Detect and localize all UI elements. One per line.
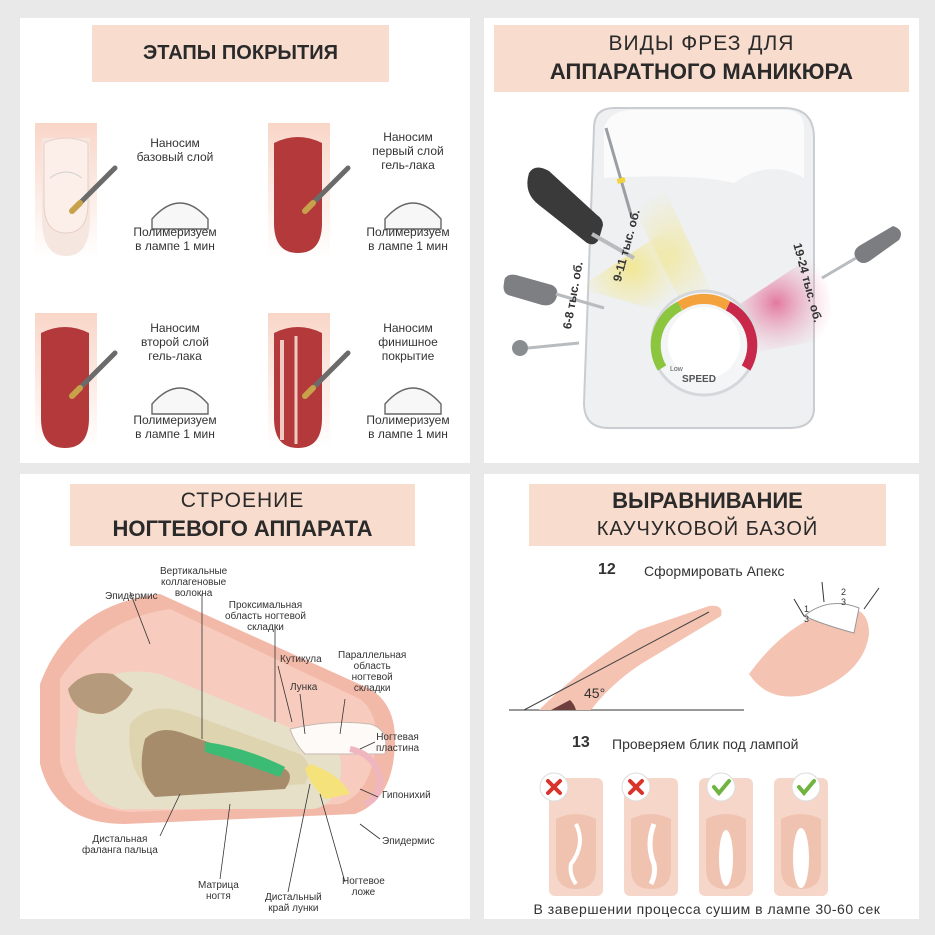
step1-apply-text: Наносим базовый слой bbox=[136, 136, 214, 164]
low-label: Low bbox=[670, 366, 684, 373]
wrong-icon bbox=[539, 772, 569, 802]
leveling-footer: В завершении процесса сушим в лампе 30-6… bbox=[533, 901, 881, 917]
step2-apply-text: Наносим первый слой гель-лака bbox=[372, 130, 444, 172]
finger-gloss-1 bbox=[549, 778, 603, 896]
stages-panel: ЭТАПЫ ПОКРЫТИЯ bbox=[20, 18, 470, 463]
third-1-den: 3 bbox=[804, 614, 810, 624]
anatomy-diagram bbox=[40, 591, 395, 893]
speed-label: SPEED bbox=[682, 374, 716, 385]
step1-cure-text: Полимеризуем в лампе 1 мин bbox=[133, 225, 217, 253]
leveling-panel: ВЫРАВНИВАНИЕ КАУЧУКОВОЙ БАЗОЙ 12 Сформир… bbox=[484, 474, 919, 919]
step12-text: Сформировать Апекс bbox=[644, 563, 785, 579]
anatomy-title-line2: НОГТЕВОГО АППАРАТА bbox=[112, 516, 373, 541]
third-1-num: 1 bbox=[804, 604, 810, 614]
anatomy-title: СТРОЕНИЕ НОГТЕВОГО АППАРАТА bbox=[70, 484, 415, 546]
label-vertical-fibers: Вертикальные коллагеновые волокна bbox=[160, 566, 228, 599]
finger-gloss-4 bbox=[774, 778, 828, 896]
burs-panel: ВИДЫ ФРЕЗ ДЛЯ АППАРАТНОГО МАНИКЮРА bbox=[484, 18, 919, 463]
wrong-icon bbox=[621, 772, 651, 802]
label-epidermis-top: Эпидермис bbox=[105, 591, 158, 602]
burs-title: ВИДЫ ФРЕЗ ДЛЯ АППАРАТНОГО МАНИКЮРА bbox=[494, 25, 909, 92]
label-proximal-fold: Проксимальная область ногтевой складки bbox=[225, 600, 306, 633]
finger-gloss-3 bbox=[699, 778, 753, 896]
label-nail-bed: Ногтевое ложе bbox=[342, 876, 385, 898]
label-lunula: Лунка bbox=[290, 682, 318, 693]
gloss-check-illustration bbox=[539, 772, 828, 896]
finger-step-2 bbox=[268, 123, 330, 258]
label-nail-plate: Ногтевая пластина bbox=[376, 732, 420, 754]
leader-lines bbox=[129, 591, 381, 893]
leveling-title-line1: ВЫРАВНИВАНИЕ bbox=[612, 488, 803, 513]
label-parallel-fold: Параллельная область ногтевой складки bbox=[338, 650, 407, 694]
label-hyponychium: Гипонихий bbox=[382, 790, 431, 801]
label-distal-edge: Дистальный край лунки bbox=[265, 892, 322, 914]
label-distal-phalanx: Дистальная фаланга пальца bbox=[82, 834, 158, 856]
third-2-den: 3 bbox=[841, 597, 847, 607]
step13-text: Проверяем блик под лампой bbox=[612, 736, 799, 752]
finger-gloss-2 bbox=[624, 778, 678, 896]
stages-illustration bbox=[35, 123, 442, 448]
finger-step-1 bbox=[35, 123, 97, 258]
drill-device: SPEED Low bbox=[503, 107, 901, 429]
step4-cure-text: Полимеризуем в лампе 1 мин bbox=[366, 413, 450, 441]
third-2-num: 2 bbox=[841, 587, 847, 597]
angle-label: 45° bbox=[584, 685, 606, 701]
step4-apply-text: Наносим финишное покрытие bbox=[378, 321, 438, 363]
burs-group bbox=[503, 127, 901, 356]
stages-title: ЭТАПЫ ПОКРЫТИЯ bbox=[92, 25, 389, 82]
check-icon bbox=[791, 772, 821, 802]
step3-apply-text: Наносим второй слой гель-лака bbox=[140, 321, 210, 363]
label-cuticle: Кутикула bbox=[280, 654, 322, 665]
leveling-title: ВЫРАВНИВАНИЕ КАУЧУКОВОЙ БАЗОЙ bbox=[529, 484, 886, 546]
step2-cure-text: Полимеризуем в лампе 1 мин bbox=[366, 225, 450, 253]
label-epidermis-bottom: Эпидермис bbox=[382, 836, 435, 847]
leveling-illustration bbox=[509, 581, 880, 711]
leveling-title-line2: КАУЧУКОВОЙ БАЗОЙ bbox=[596, 518, 819, 540]
step12-number: 12 bbox=[598, 561, 616, 578]
speed-dial bbox=[650, 289, 758, 397]
step13-number: 13 bbox=[572, 734, 590, 751]
anatomy-panel: СТРОЕНИЕ НОГТЕВОГО АППАРАТА Верт bbox=[20, 474, 470, 919]
anatomy-title-line1: СТРОЕНИЕ bbox=[180, 489, 305, 512]
brush-icons bbox=[69, 165, 351, 399]
check-icon bbox=[706, 772, 736, 802]
lamp-icons bbox=[151, 202, 442, 415]
burs-title-line2: АППАРАТНОГО МАНИКЮРА bbox=[549, 59, 854, 84]
step3-cure-text: Полимеризуем в лампе 1 мин bbox=[133, 413, 217, 441]
label-matrix: Матрица ногтя bbox=[198, 880, 239, 902]
burs-title-line1: ВИДЫ ФРЕЗ ДЛЯ bbox=[608, 32, 795, 55]
